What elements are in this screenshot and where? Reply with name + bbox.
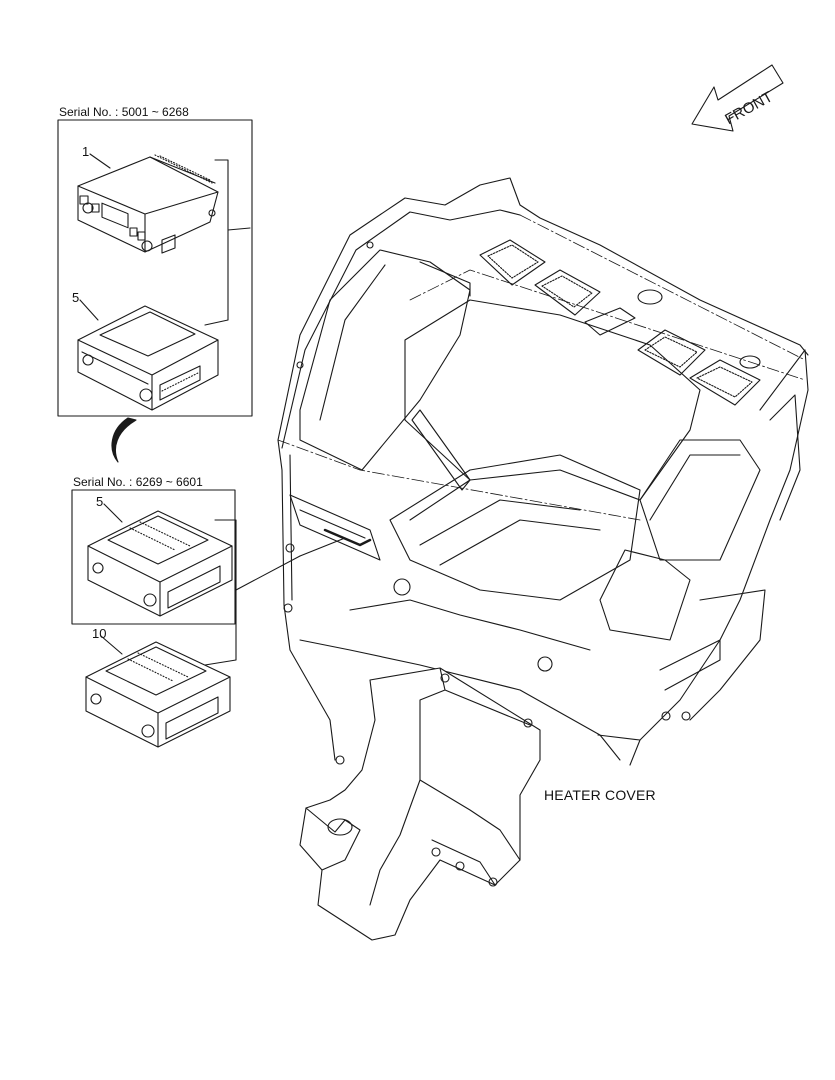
radio-unit-1 bbox=[77, 154, 219, 254]
callout-part-5-lower: 5 bbox=[96, 494, 104, 509]
callout-part-1: 1 bbox=[82, 144, 90, 159]
curved-arrow-icon bbox=[111, 417, 137, 463]
callout-part-5-upper: 5 bbox=[72, 290, 80, 305]
front-arrow-label: FRONT bbox=[722, 88, 775, 128]
radio-unit-5-b bbox=[87, 510, 233, 617]
radio-unit-5-a bbox=[77, 305, 219, 411]
serial-range-label-a: Serial No. : 5001 ~ 6268 bbox=[59, 105, 189, 119]
radio-unit-10 bbox=[85, 641, 231, 748]
detail-box-a bbox=[57, 119, 253, 417]
heater-cover-duct bbox=[299, 667, 541, 941]
detail-box-b bbox=[71, 489, 236, 625]
console-assembly bbox=[277, 177, 809, 766]
front-arrow-icon: FRONT bbox=[691, 64, 784, 132]
serial-range-label-b: Serial No. : 6269 ~ 6601 bbox=[73, 475, 203, 489]
heater-cover-label: HEATER COVER bbox=[544, 787, 656, 803]
